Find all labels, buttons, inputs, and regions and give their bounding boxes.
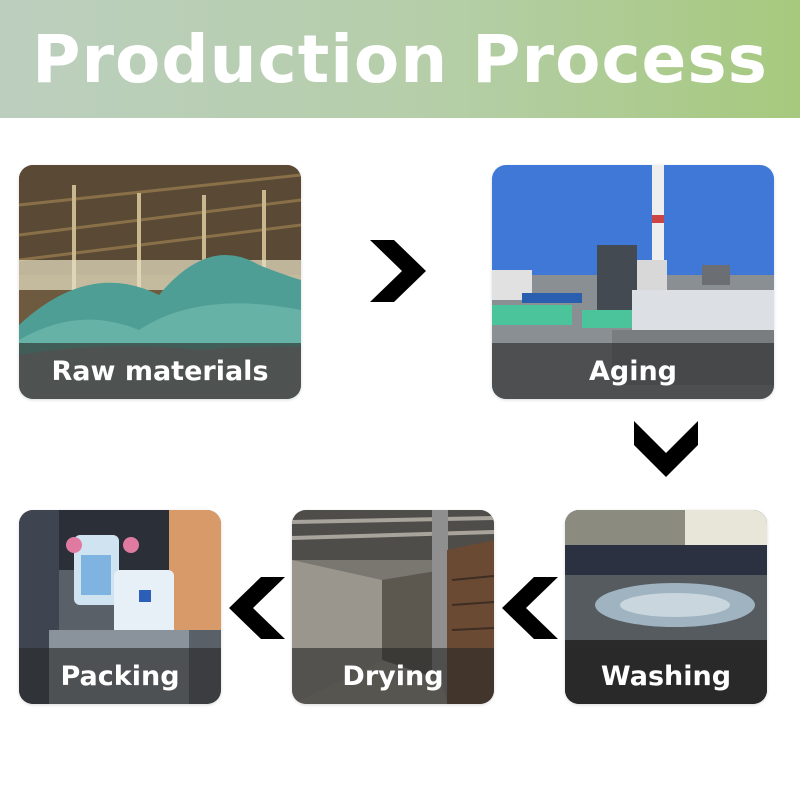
step-card-washing: Washing: [565, 510, 767, 704]
step-label: Raw materials: [19, 343, 301, 399]
step-label: Packing: [19, 648, 221, 704]
page-title: Production Process: [32, 20, 768, 98]
chevron-left-icon: [502, 577, 558, 639]
chevron-left-icon: [229, 577, 285, 639]
step-card-aging: Aging: [492, 165, 774, 399]
header-banner: Production Process: [0, 0, 800, 118]
step-card-drying: Drying: [292, 510, 494, 704]
chevron-right-icon: [370, 240, 426, 302]
step-card-raw-materials: Raw materials: [19, 165, 301, 399]
chevron-down-icon: [634, 421, 698, 477]
step-label: Washing: [565, 648, 767, 704]
step-label: Aging: [492, 343, 774, 399]
step-label: Drying: [292, 648, 494, 704]
step-card-packing: Packing: [19, 510, 221, 704]
